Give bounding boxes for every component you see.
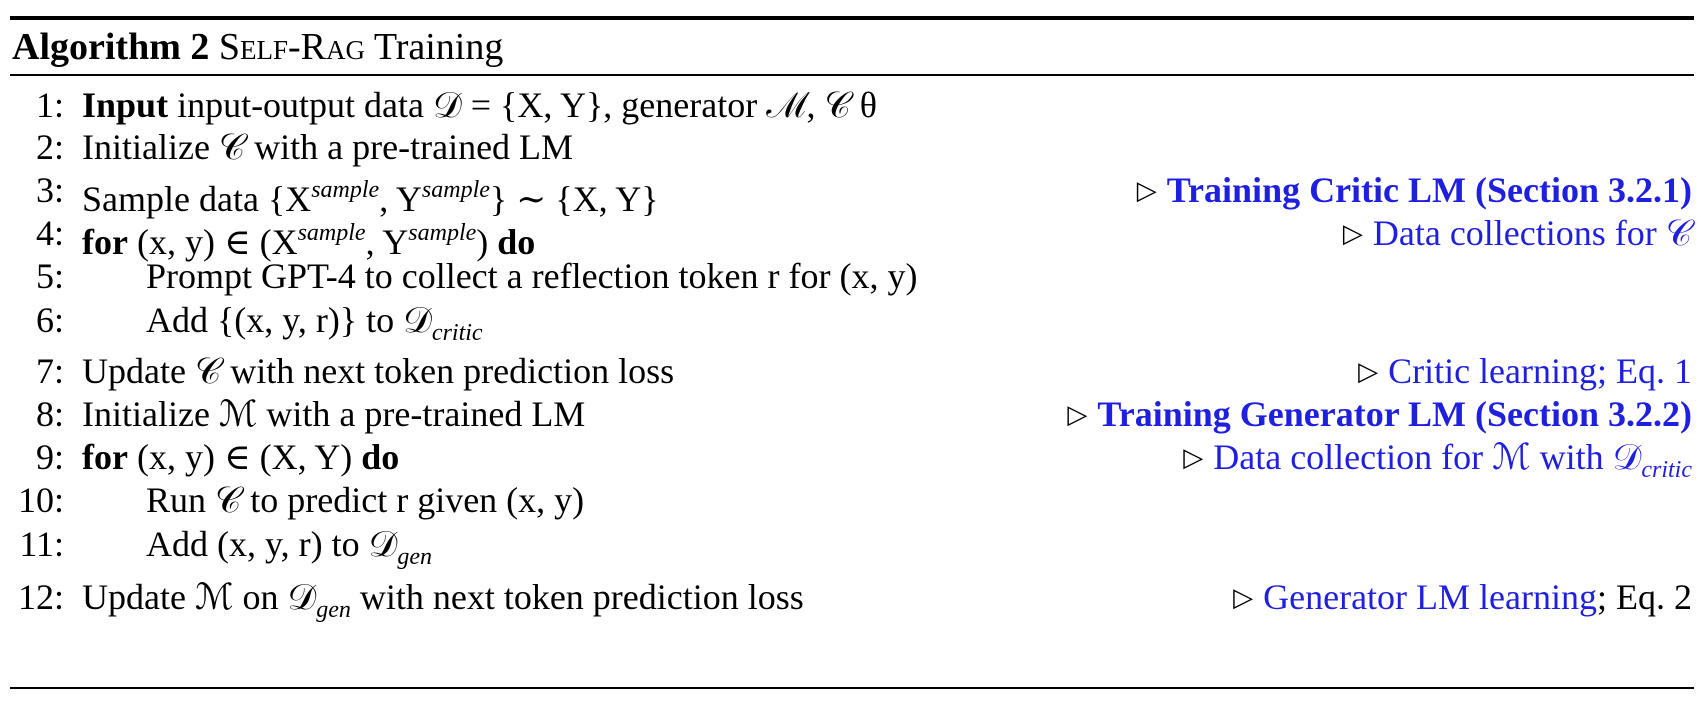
title-rule: [10, 74, 1694, 76]
algorithm-line-5: 5: Prompt GPT-4 to collect a reflection …: [0, 253, 1704, 299]
subscript: gen: [316, 597, 351, 623]
comment-text: Training Generator LM (Section 3.2.2): [1097, 394, 1692, 434]
line-body: Update ℳ on 𝒟gen with next token predict…: [82, 574, 804, 633]
comment-subscript: critic: [1641, 457, 1692, 483]
algorithm-line-7: 7: Update 𝒞 with next token prediction l…: [0, 348, 1704, 394]
line-number: 10:: [17, 480, 64, 520]
line-text: Sample data {X: [82, 179, 312, 219]
line-text: input-output data 𝒟 = {X, Y}, generator …: [177, 85, 877, 125]
keyword-do: do: [361, 437, 400, 477]
comment-text-tail: ; Eq. 2: [1597, 577, 1692, 617]
line-number: 4:: [35, 213, 64, 253]
line-text: (x, y) ∈ (X: [136, 222, 298, 262]
subscript: gen: [397, 544, 433, 570]
comment-triangle-icon: ▷: [1358, 357, 1379, 387]
comment-training-generator: ▷ Training Generator LM (Section 3.2.2): [1067, 391, 1692, 438]
algorithm-name-part1: Self-: [218, 26, 301, 68]
algorithm-name-part2: Rag: [300, 26, 366, 68]
algorithm-line-6: 6: Add {(x, y, r)} to 𝒟critic: [0, 297, 1704, 346]
line-number: 8:: [35, 394, 64, 434]
comment-critic-learning: ▷ Critic learning; Eq. 1: [1358, 348, 1692, 395]
algorithm-line-11: 11: Add (x, y, r) to 𝒟gen: [0, 521, 1704, 570]
comment-triangle-icon: ▷: [1136, 176, 1157, 206]
keyword-for: for: [82, 437, 128, 477]
line-body: Add {(x, y, r)} to 𝒟critic: [146, 297, 483, 356]
line-body: Add (x, y, r) to 𝒟gen: [146, 521, 432, 580]
line-number: 6:: [35, 300, 64, 340]
comment-triangle-icon: ▷: [1183, 443, 1204, 473]
subscript: critic: [431, 320, 483, 346]
line-text-mid: , Y: [365, 222, 409, 262]
line-text: Update 𝒞 with next token prediction loss: [82, 351, 675, 391]
line-text: (x, y) ∈ (X, Y): [136, 437, 353, 477]
superscript: sample: [421, 177, 490, 203]
algorithm-line-2: 2: Initialize 𝒞 with a pre-trained LM: [0, 124, 1704, 170]
comment-text: Training Critic LM (Section 3.2.1): [1166, 170, 1692, 210]
line-text-tail: } ∼ {X, Y}: [489, 179, 659, 219]
line-text: Initialize 𝒞 with a pre-trained LM: [82, 127, 574, 167]
top-rule: [10, 16, 1694, 20]
comment-triangle-icon: ▷: [1233, 583, 1254, 613]
algorithm-line-3: 3: Sample data {Xsample, Ysample} ∼ {X, …: [0, 167, 1704, 219]
line-text: Add (x, y, r) to 𝒟: [146, 524, 398, 564]
line-text-tail: with next token prediction loss: [359, 577, 804, 617]
comment-triangle-icon: ▷: [1342, 219, 1363, 249]
algorithm-line-12: 12: Update ℳ on 𝒟gen with next token pre…: [0, 574, 1704, 623]
comment-triangle-icon: ▷: [1067, 400, 1088, 430]
superscript: sample: [311, 177, 380, 203]
algorithm-line-4: 4: for (x, y) ∈ (Xsample, Ysample) do ▷D…: [0, 210, 1704, 262]
line-number: 12:: [17, 577, 64, 617]
algorithm-line-1: 1: Input input-output data 𝒟 = {X, Y}, g…: [0, 82, 1704, 128]
algorithm-name-part3: Training: [373, 26, 504, 68]
comment-generator-learning: ▷ Generator LM learning; Eq. 2: [1233, 574, 1692, 621]
bottom-rule: [10, 687, 1694, 689]
keyword-do: do: [497, 222, 536, 262]
algorithm-label: Algorithm 2: [12, 26, 210, 68]
line-number: 1:: [35, 85, 64, 125]
line-text-tail: ): [476, 222, 489, 262]
line-text: Initialize ℳ with a pre-trained LM: [82, 394, 586, 434]
line-text: Add {(x, y, r)} to 𝒟: [146, 300, 432, 340]
comment-training-critic: ▷ Training Critic LM (Section 3.2.1): [1137, 167, 1692, 214]
line-body: for (x, y) ∈ (X, Y) do: [82, 434, 399, 480]
line-text: Update ℳ on 𝒟: [82, 577, 317, 617]
algorithm-line-8: 8: Initialize ℳ with a pre-trained LM ▷ T…: [0, 391, 1704, 437]
line-number: 11:: [19, 524, 64, 564]
line-number: 5:: [35, 256, 64, 296]
keyword-for: for: [82, 222, 128, 262]
line-body: Input input-output data 𝒟 = {X, Y}, gene…: [82, 82, 877, 128]
comment-text: Critic learning; Eq. 1: [1388, 351, 1692, 391]
line-body: Sample data {Xsample, Ysample} ∼ {X, Y}: [82, 167, 659, 222]
line-text: Prompt GPT-4 to collect a reflection tok…: [146, 256, 918, 296]
comment-data-collections: ▷ Data collections for 𝒞: [1343, 210, 1692, 257]
line-number: 7:: [35, 351, 64, 391]
line-body: for (x, y) ∈ (Xsample, Ysample) do: [82, 210, 535, 265]
line-number: 2:: [35, 127, 64, 167]
keyword-input: Input: [82, 85, 169, 125]
algorithm-title: Algorithm 2 Self-Rag Training: [12, 22, 503, 72]
line-number: 3:: [35, 170, 64, 210]
line-text-mid: , Y: [379, 179, 422, 219]
line-text: Run 𝒞 to predict r given (x, y): [146, 480, 585, 520]
algorithm-line-9: 9: for (x, y) ∈ (X, Y) do ▷ Data collecti…: [0, 434, 1704, 483]
comment-text: Data collection for ℳ with 𝒟: [1213, 437, 1642, 477]
comment-data-collection-generator: ▷ Data collection for ℳ with 𝒟critic: [1183, 434, 1692, 493]
comment-text: Data collections for 𝒞: [1372, 213, 1692, 253]
comment-text: Generator LM learning: [1263, 577, 1597, 617]
superscript: sample: [297, 220, 366, 246]
line-number: 9:: [35, 437, 64, 477]
algorithm-line-10: 10: Run 𝒞 to predict r given (x, y): [0, 477, 1704, 523]
superscript: sample: [408, 220, 477, 246]
